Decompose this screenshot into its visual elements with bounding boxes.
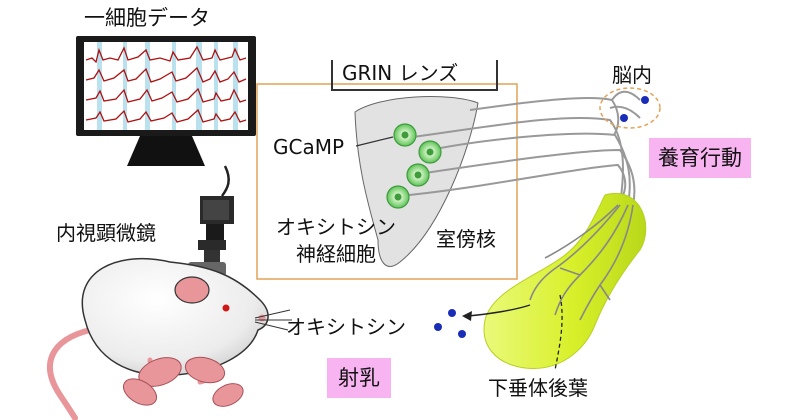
axon-terminals [529, 204, 634, 321]
highlight-bands [97, 42, 238, 130]
microscope [188, 196, 234, 276]
pups [122, 356, 244, 407]
monitor-title: 一細胞データ [84, 6, 210, 30]
grin-lens-bracket [331, 60, 498, 91]
mouse-eye [222, 304, 230, 312]
calcium-traces [85, 45, 247, 123]
mouse [47, 257, 292, 420]
grin-lens-label: GRIN レンズ [342, 61, 459, 85]
brain-axons [609, 90, 641, 119]
mouse-tail [47, 327, 93, 420]
pvn-label: 室傍核 [436, 227, 496, 251]
gcamp-label: GCaMP [273, 135, 345, 159]
axon-bundle [397, 97, 636, 206]
zoom-frame [256, 83, 518, 280]
nurturing-badge: 養育行動 [649, 138, 751, 178]
gcamp-pointer [355, 136, 394, 147]
brain-label: 脳内 [612, 63, 652, 87]
mouse-ear [174, 276, 210, 304]
brain-oval [599, 87, 661, 129]
milk-ejection-badge: 射乳 [327, 358, 391, 398]
cable [220, 165, 230, 197]
oxytocin-label: オキシトシン [286, 315, 406, 339]
posterior-pituitary-label: 下垂体後葉 [488, 376, 588, 400]
endoscope-label: 内視顕微鏡 [56, 221, 156, 245]
oxytocin-neurons-label: オキシトシン 神経細胞 [276, 215, 396, 266]
mouse-body [81, 257, 269, 377]
brain-oxytocin-dots [620, 96, 649, 122]
peripheral-oxytocin-dots [434, 309, 466, 338]
release-arrow [467, 304, 531, 317]
monitor [76, 36, 256, 166]
neurons [386, 123, 442, 209]
lobe-divider [554, 294, 563, 371]
posterior-pituitary [483, 192, 647, 369]
